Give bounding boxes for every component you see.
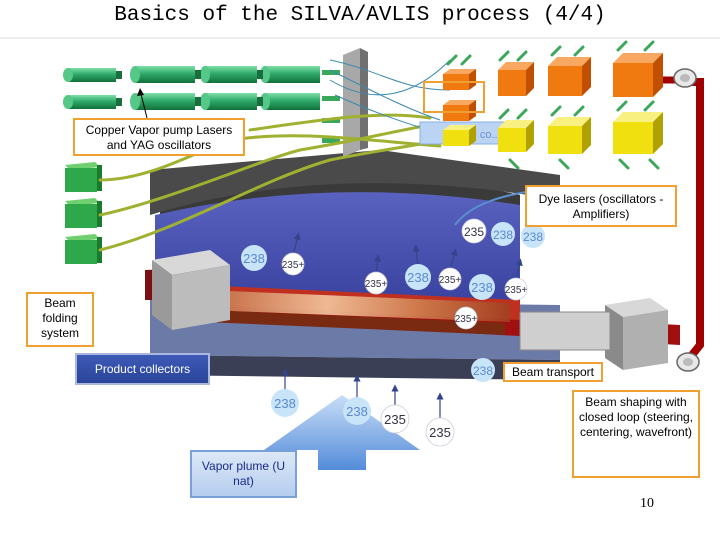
svg-text:238: 238: [523, 230, 543, 244]
particle-238-g: 238: [271, 368, 299, 417]
particle-238-a: 238: [241, 244, 267, 271]
particle-235-c: 235: [425, 392, 455, 447]
particle-238-d: 238: [491, 222, 515, 246]
svg-text:235: 235: [429, 425, 451, 440]
svg-text:238: 238: [346, 404, 368, 419]
particle-238-b: 238: [405, 244, 431, 290]
svg-text:235: 235: [384, 412, 406, 427]
particle-235-ion-e: 235+: [454, 306, 478, 330]
particle-238-h: 238: [343, 374, 371, 425]
beam-shaping-label: Beam shaping with closed loop (steering,…: [572, 390, 700, 478]
svg-text:238: 238: [274, 396, 296, 411]
copper-vapor-lasers: [63, 66, 320, 110]
beam-folding-label: Beam folding system: [26, 292, 94, 347]
svg-text:235: 235: [464, 225, 484, 239]
svg-text:235+: 235+: [455, 314, 478, 325]
svg-text:238: 238: [493, 228, 513, 242]
pump-arrows: [446, 40, 660, 170]
svg-text:235+: 235+: [365, 279, 388, 290]
turning-mirror-icon: [673, 68, 700, 372]
particle-235-ion-b: 235+: [364, 254, 388, 295]
beam-transport-label: Beam transport: [503, 362, 603, 382]
particle-235-ion-c: 235+: [438, 248, 462, 291]
svg-text:238: 238: [407, 270, 429, 285]
page-number: 10: [640, 496, 654, 511]
svg-text:238: 238: [243, 251, 265, 266]
yag-oscillators: [65, 162, 102, 264]
page-title: Basics of the SILVA/AVLIS process (4/4): [114, 4, 606, 27]
svg-text:235+: 235+: [505, 285, 528, 296]
vapor-plume: [264, 395, 420, 470]
particle-235-ion-a: 235+: [281, 232, 305, 276]
svg-text:238: 238: [473, 364, 493, 378]
dye-amplifiers-yellow: [498, 112, 663, 154]
particle-235-a: 235: [461, 218, 487, 244]
dye-lasers-label: Dye lasers (oscillators - Amplifiers): [525, 185, 677, 227]
svg-text:235+: 235+: [282, 260, 305, 271]
particle-238-c: 238: [469, 274, 495, 300]
vapor-plume-label: Vapor plume (U nat): [190, 450, 297, 498]
svg-text:238: 238: [471, 280, 493, 295]
particle-238-e: 238: [521, 224, 545, 248]
particle-238-f: 238: [471, 358, 495, 382]
svg-text:235+: 235+: [439, 275, 462, 286]
optical-fibers: [98, 113, 442, 252]
separator-zone: [200, 285, 520, 335]
beam-folding-blocks: [152, 250, 668, 370]
dye-amplifiers-orange: [498, 53, 663, 97]
isotope-particles: 238 238 238 238 238 238 238 238 235 235 …: [241, 218, 545, 447]
particle-235-b: 235: [380, 384, 410, 434]
particle-235-ion-d: 235+: [504, 258, 528, 301]
product-collectors-label: Product collectors: [75, 353, 210, 385]
copper-lasers-label: Copper Vapor pump Lasers and YAG oscilla…: [73, 118, 245, 156]
dye-oscillators: [423, 69, 485, 146]
